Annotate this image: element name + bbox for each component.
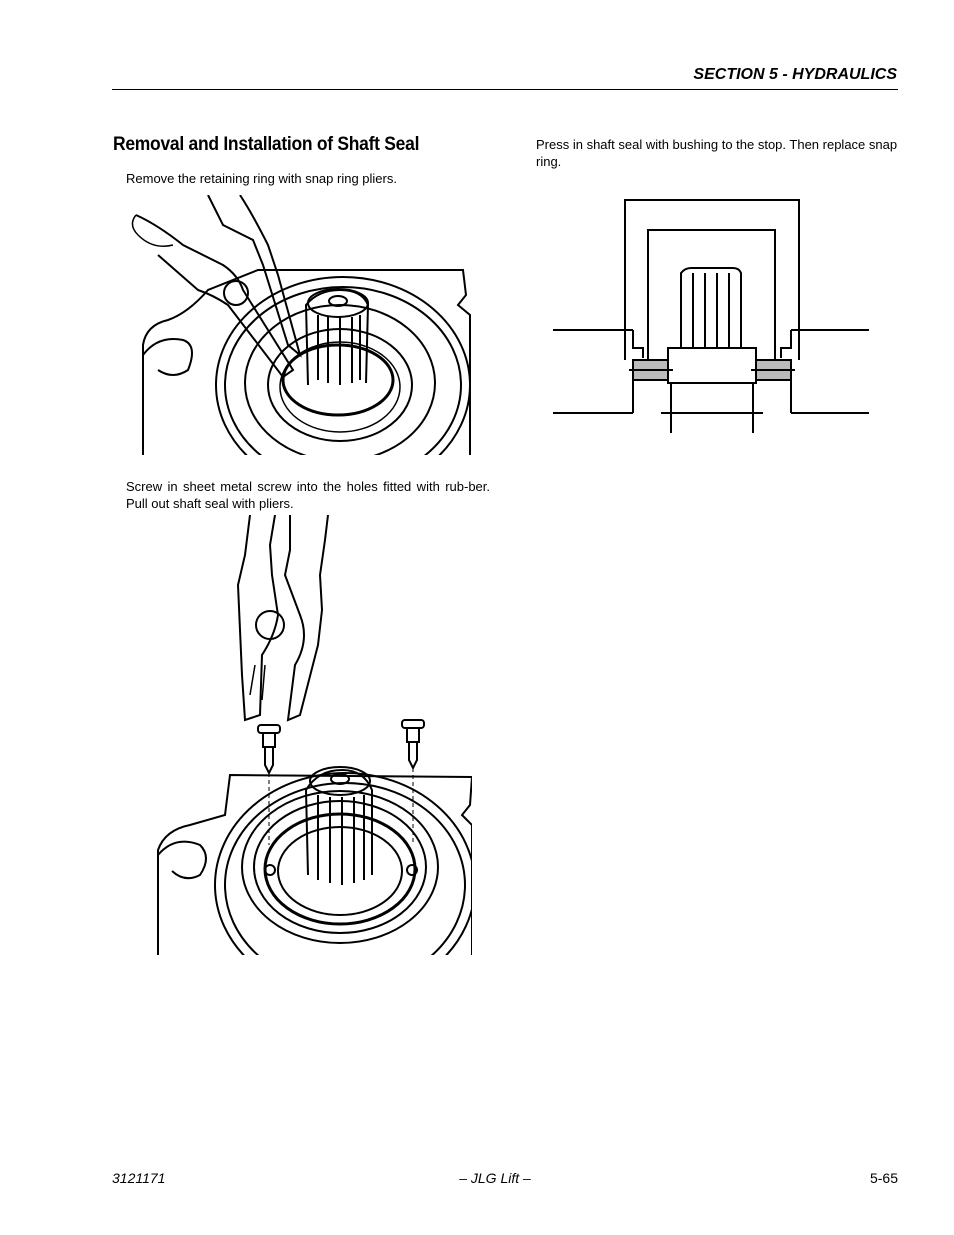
- section-title: SECTION 5 - HYDRAULICS: [693, 66, 897, 83]
- step1-instruction: Remove the retaining ring with snap ring…: [126, 171, 397, 186]
- page-heading: Removal and Installation of Shaft Seal: [113, 134, 420, 155]
- shaft-seal-pliers-illustration: [157, 515, 472, 955]
- page-number: 5-65: [869, 1170, 898, 1186]
- snap-ring-pliers-illustration: [131, 195, 471, 455]
- header-divider: [112, 89, 898, 90]
- bushing-press-illustration: [553, 199, 869, 433]
- step3-instruction: Press in shaft seal with bushing to the …: [536, 137, 898, 169]
- footer-brand: – JLG Lift –: [459, 1170, 531, 1186]
- document-number: 3121171: [112, 1170, 166, 1186]
- step2-instruction: Screw in sheet metal screw into the hole…: [126, 479, 490, 511]
